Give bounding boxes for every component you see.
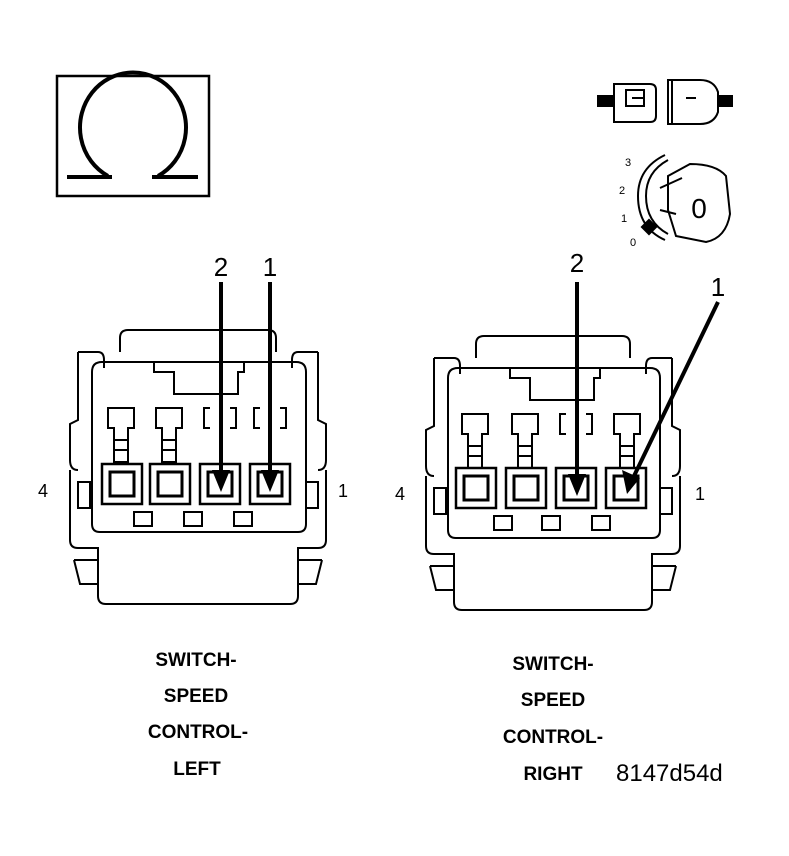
right-connector bbox=[425, 335, 681, 611]
left-label-line-3: CONTROL- bbox=[148, 722, 248, 743]
ignition-key-label: 0 bbox=[691, 193, 707, 224]
right-label-line-3: CONTROL- bbox=[503, 727, 603, 748]
probe-arrows bbox=[212, 282, 720, 496]
left-label-line-2: SPEED bbox=[164, 686, 228, 707]
left-label-line-1: SWITCH- bbox=[155, 650, 236, 671]
right-label-line-2: SPEED bbox=[521, 690, 585, 711]
left-pin-1-callout: 1 bbox=[263, 252, 277, 282]
figure-code: 8147d54d bbox=[616, 760, 723, 787]
arrow-head-left-pin-2 bbox=[212, 470, 230, 492]
arrow-head-right-pin-2 bbox=[568, 474, 586, 496]
ignition-position-3: 3 bbox=[625, 157, 631, 169]
ignition-key-off-icon bbox=[636, 154, 732, 244]
right-pin-1-callout: 1 bbox=[711, 272, 725, 302]
right-pin-2-callout: 2 bbox=[570, 248, 584, 278]
ignition-position-0: 0 bbox=[630, 237, 636, 249]
ohmmeter-symbol-icon bbox=[55, 70, 211, 198]
left-connector bbox=[69, 329, 327, 605]
arrow-head-left-pin-1 bbox=[261, 470, 279, 492]
connector-separated-icon bbox=[597, 79, 733, 125]
left-side-number-4: 4 bbox=[38, 481, 48, 501]
arrow-head-right-pin-1 bbox=[622, 470, 640, 494]
left-label-line-4: LEFT bbox=[173, 759, 221, 780]
left-pin-2-callout: 2 bbox=[214, 252, 228, 282]
ignition-position-2: 2 bbox=[619, 185, 625, 197]
right-side-number-1: 1 bbox=[695, 484, 705, 504]
right-side-number-4: 4 bbox=[395, 484, 405, 504]
right-label-line-4: RIGHT bbox=[523, 764, 583, 785]
right-label-line-1: SWITCH- bbox=[512, 654, 593, 675]
ignition-position-1: 1 bbox=[621, 213, 627, 225]
left-side-number-1: 1 bbox=[338, 481, 348, 501]
